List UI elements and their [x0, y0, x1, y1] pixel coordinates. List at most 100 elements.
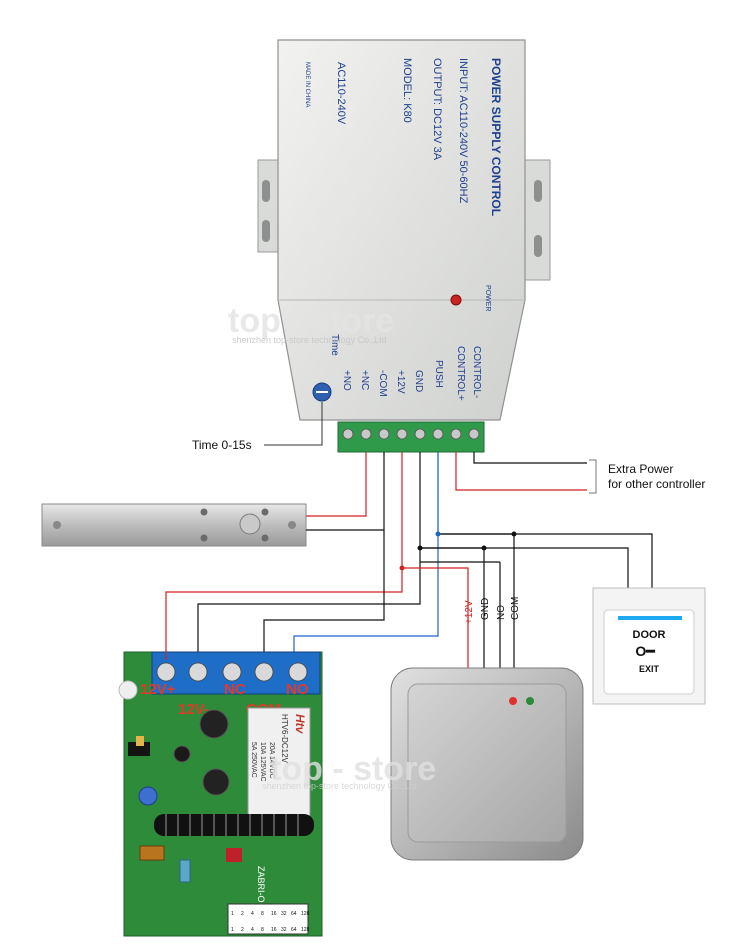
psu-made-in: MADE IN CHINA [304, 62, 310, 107]
code-grid-cell: 4 [251, 911, 254, 917]
code-grid-cell: 8 [261, 927, 264, 933]
code-grid-cell: 4 [251, 927, 254, 933]
watermark-brand: top - store [228, 302, 394, 340]
coil-icon [139, 845, 165, 861]
capacitor-icon [202, 768, 230, 796]
code-grid [227, 903, 309, 935]
relay-board: 12V+ 12V- NC COM NO Htv HTV6-DC12V 20A 1… [118, 651, 323, 937]
time-label: Time [329, 334, 340, 356]
reader-wire-label: +12V [464, 600, 475, 624]
capacitor-icon [173, 745, 191, 763]
code-grid-cell: 1 [231, 911, 234, 917]
relay-terminal-label: NO [286, 681, 309, 698]
psu-title: POWER SUPPLY CONTROL [489, 58, 503, 216]
terminal-label: CONTROL- [471, 346, 482, 398]
extra-power-brace [589, 459, 597, 494]
key-icon: O━ [635, 643, 655, 659]
relay-screws [156, 662, 308, 682]
wire-12v-to-reader [402, 567, 469, 668]
psu-ac: AC110-240V [335, 62, 347, 125]
flange-hole [262, 220, 270, 242]
watermark-brand: top - store [270, 750, 436, 788]
junction-dot [399, 565, 405, 571]
relay [247, 707, 311, 819]
jumper-cap [136, 736, 144, 746]
watermark-top: top - store shenzhen top-store technolog… [228, 302, 394, 345]
screw-icon [53, 521, 61, 529]
terminal-screws [342, 428, 480, 440]
code-grid-cell: 16 [271, 911, 277, 917]
extra-power-label: Extra Power [608, 462, 673, 476]
junction-dot [481, 545, 487, 551]
flange-hole [534, 235, 542, 257]
terminal-label: +NO [341, 370, 352, 391]
watermark-sub: shenzhen top-store technology Co.,Ltd [232, 335, 387, 345]
power-supply: POWER SUPPLY CONTROL INPUT: AC110-240V 5… [257, 39, 551, 453]
reader-wire-label: COM [510, 597, 521, 620]
psu-model: MODEL: K80 [401, 58, 413, 123]
terminal-label: -COM [377, 370, 388, 397]
code-grid-cell: 2 [241, 927, 244, 933]
relay-model: HTV6-DC12V [280, 714, 289, 764]
wire-gnd [197, 452, 421, 660]
watermark-bottom: top - store shenzhen top-store technolog… [262, 750, 436, 791]
wire-push-to-exit [438, 533, 653, 588]
potentiometer-icon [138, 786, 158, 806]
reader-wire-label: GND [480, 598, 491, 620]
wire-push-to-reader-com [438, 533, 515, 668]
terminal-label: +12V [395, 370, 406, 394]
antenna-icon [154, 814, 314, 836]
exit-button-door-label: DOOR [633, 629, 666, 641]
watermark-sub: shenzhen top-store technology Co.,Ltd [262, 781, 417, 791]
wire-push-to-relay [293, 534, 439, 660]
terminal-label: GND [413, 370, 424, 392]
junction-dot [511, 531, 517, 537]
wire-lock-red [306, 452, 367, 517]
screw-icon [200, 508, 208, 516]
psu-input: INPUT: AC110-240V 50-60HZ [457, 58, 469, 204]
wire-gnd-to-exit [420, 547, 629, 588]
wire-lock-black [306, 452, 385, 531]
terminal-block [337, 421, 485, 453]
code-grid-cell: 1 [231, 927, 234, 933]
screw-icon [261, 508, 269, 516]
capacitor-icon [199, 709, 229, 739]
fuse-icon [118, 680, 138, 700]
flange-hole [534, 180, 542, 202]
electric-lock [41, 503, 307, 547]
code-grid-cell: 32 [281, 927, 287, 933]
screw-icon [200, 534, 208, 542]
lock-bolt-icon [239, 513, 261, 535]
reader-wire-label: NO [496, 605, 507, 620]
code-grid-cell: 16 [271, 927, 277, 933]
reader-led-green-icon [526, 697, 534, 705]
power-led-icon [450, 294, 462, 306]
exit-button: DOOR O━ EXIT [592, 587, 706, 705]
relay-terminal-label: NC [224, 681, 246, 698]
chip-label: ZABRI-O [256, 866, 266, 903]
time-annotation: Time 0-15s [192, 438, 252, 452]
wire-control-minus [473, 452, 587, 464]
card-reader [390, 667, 584, 861]
code-grid-cell: 128 [301, 911, 310, 917]
power-label: POWER [484, 285, 491, 311]
led-icon [226, 848, 242, 862]
junction-dot [417, 545, 423, 551]
wire-12v [165, 452, 403, 660]
terminal-labels: CONTROL- CONTROL+ PUSH GND +12V -COM +NC… [341, 346, 482, 401]
relay-brand: Htv [293, 714, 307, 735]
relay-terminal-label: 12V+ [140, 681, 176, 698]
junction-dot [435, 531, 441, 537]
reader-face [407, 683, 567, 843]
relay-rating: 20A 14VDC [268, 742, 275, 779]
code-grid-cell: 64 [291, 911, 297, 917]
relay-rating: 5A 250VAC [250, 742, 257, 778]
exit-button-face [603, 609, 695, 695]
screw-icon [261, 534, 269, 542]
wire-control-plus [455, 452, 587, 491]
screw-icon [288, 521, 296, 529]
relay-terminal-label: 12V- [178, 701, 209, 718]
